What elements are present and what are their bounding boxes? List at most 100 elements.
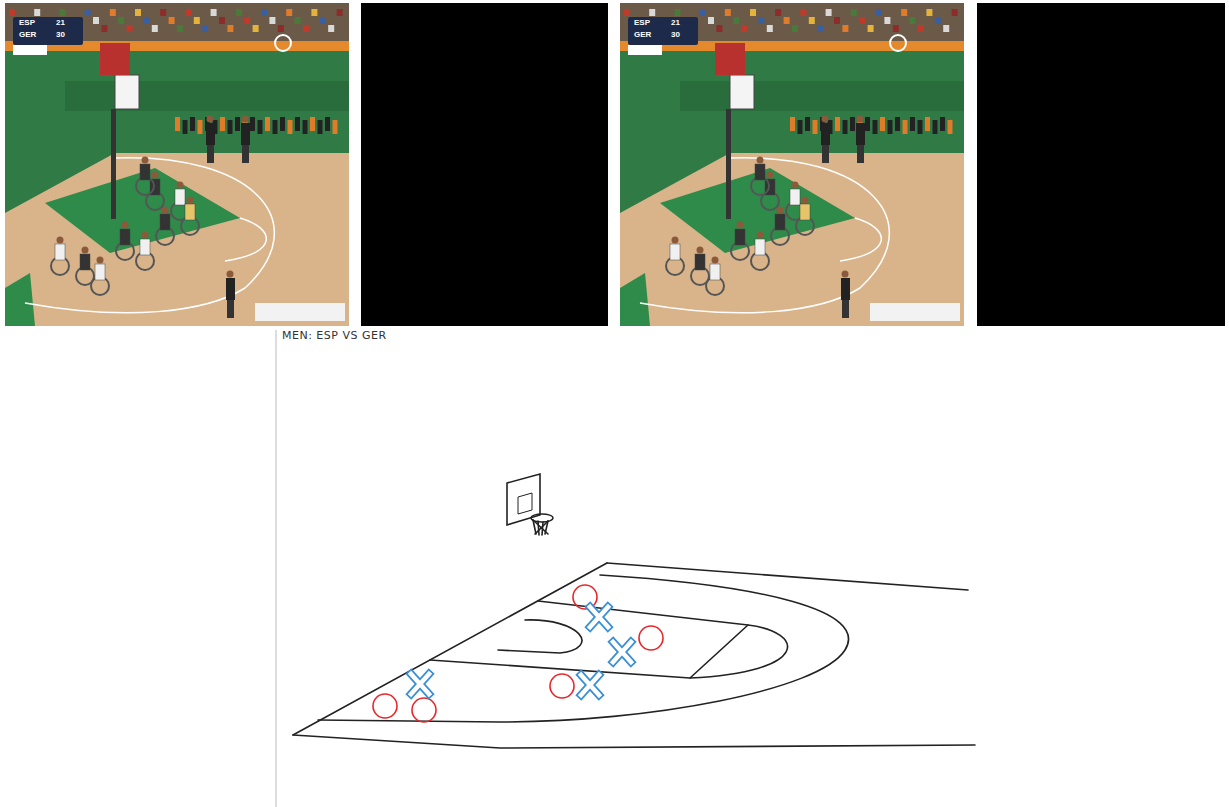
- court-sheet: [275, 328, 975, 807]
- player-head: [82, 247, 89, 254]
- scoreboard-text: 21: [671, 18, 680, 28]
- referee-head: [242, 116, 249, 123]
- bench-player: [258, 120, 263, 134]
- crowd-spot: [34, 9, 40, 16]
- three-point-line: [640, 158, 889, 313]
- bench-player: [903, 120, 908, 134]
- crowd-spot: [926, 9, 932, 16]
- crowd-spot: [868, 25, 874, 32]
- player-body: [80, 254, 90, 270]
- sheet-title: MEN: ESP VS GER: [282, 329, 387, 342]
- floor-border: [620, 273, 650, 326]
- crowd-spot: [261, 9, 267, 16]
- crowd-spot: [236, 9, 242, 16]
- stands: [620, 3, 964, 41]
- crowd-spot: [935, 17, 941, 24]
- sponsor-board: [870, 303, 960, 321]
- crowd-spot: [733, 17, 739, 24]
- paralympic-logo: [275, 35, 291, 51]
- player-body: [140, 239, 150, 255]
- lane-lines: [430, 601, 748, 678]
- referee-legs: [207, 145, 214, 163]
- referee-body: [841, 278, 850, 300]
- crowd-spot: [177, 25, 183, 32]
- crowd-spot: [152, 25, 158, 32]
- crowd-spot: [893, 25, 899, 32]
- bench-player: [805, 117, 810, 131]
- bench-player: [813, 120, 818, 134]
- player-body: [55, 244, 65, 260]
- free-throw-arc: [225, 218, 266, 261]
- player-body: [120, 229, 130, 245]
- scoreboard-text: ESP: [19, 18, 35, 28]
- player-body: [175, 189, 185, 205]
- scoreboard: [13, 17, 83, 45]
- crowd-spot: [337, 9, 343, 16]
- player-head: [152, 172, 159, 179]
- free-throw-arc: [690, 625, 788, 678]
- crowd-spot: [269, 17, 275, 24]
- bench-player: [850, 117, 855, 131]
- three-point-line: [25, 158, 274, 313]
- restricted-arc: [498, 620, 582, 653]
- sponsor-board: [255, 303, 345, 321]
- player-head: [737, 222, 744, 229]
- crowd-spot: [59, 9, 65, 16]
- bench-player: [843, 120, 848, 134]
- bench-player: [325, 117, 330, 131]
- referee-legs: [822, 145, 829, 163]
- crowd-spot: [253, 25, 259, 32]
- crowd-spot: [851, 9, 857, 16]
- crowd-spot: [809, 17, 815, 24]
- referee-body: [206, 123, 215, 145]
- crowd-spot: [834, 17, 840, 24]
- bench-player: [250, 117, 255, 131]
- referee-legs: [857, 145, 864, 163]
- crowd-spot: [135, 9, 141, 16]
- paper-edge: [276, 330, 277, 807]
- sideline: [607, 563, 968, 590]
- crowd-spot: [767, 25, 773, 32]
- referee-head: [857, 116, 864, 123]
- backboard-square: [518, 493, 532, 514]
- crowd-spot: [943, 25, 949, 32]
- crowd-spot: [244, 17, 250, 24]
- crowd-spot: [118, 17, 124, 24]
- arena-ground: [620, 3, 964, 326]
- floor-border: [5, 273, 35, 326]
- referee-head: [227, 271, 234, 278]
- bench-player: [873, 120, 878, 134]
- defense-player-inner: [581, 675, 599, 695]
- photo: [5, 3, 349, 326]
- crowd-spot: [800, 9, 806, 16]
- player-head: [97, 257, 104, 264]
- bench-player: [265, 117, 270, 131]
- crowd-spot: [725, 9, 731, 16]
- player-head: [142, 157, 149, 164]
- free-throw-arc: [840, 218, 881, 261]
- crowd-spot: [143, 17, 149, 24]
- defense-player-inner: [590, 607, 608, 627]
- defense-player: [411, 674, 429, 694]
- crowd-spot: [876, 9, 882, 16]
- crowd-spot: [278, 25, 284, 32]
- baseline: [293, 563, 607, 735]
- referee-body: [856, 123, 865, 145]
- player-head: [757, 157, 764, 164]
- crowd-spot: [295, 17, 301, 24]
- bench-player: [235, 117, 240, 131]
- player-head: [697, 247, 704, 254]
- crowd-spot: [700, 9, 706, 16]
- crowd-spot: [859, 17, 865, 24]
- player-head: [57, 237, 64, 244]
- defense-player-inner: [411, 674, 429, 694]
- crowd-spot: [910, 17, 916, 24]
- crowd-spot: [901, 9, 907, 16]
- crowd-spot: [784, 17, 790, 24]
- player-body: [695, 254, 705, 270]
- crowd-spot: [884, 17, 890, 24]
- crowd-spot: [649, 9, 655, 16]
- referee-head: [842, 271, 849, 278]
- player-head: [187, 197, 194, 204]
- crowd-spot: [792, 25, 798, 32]
